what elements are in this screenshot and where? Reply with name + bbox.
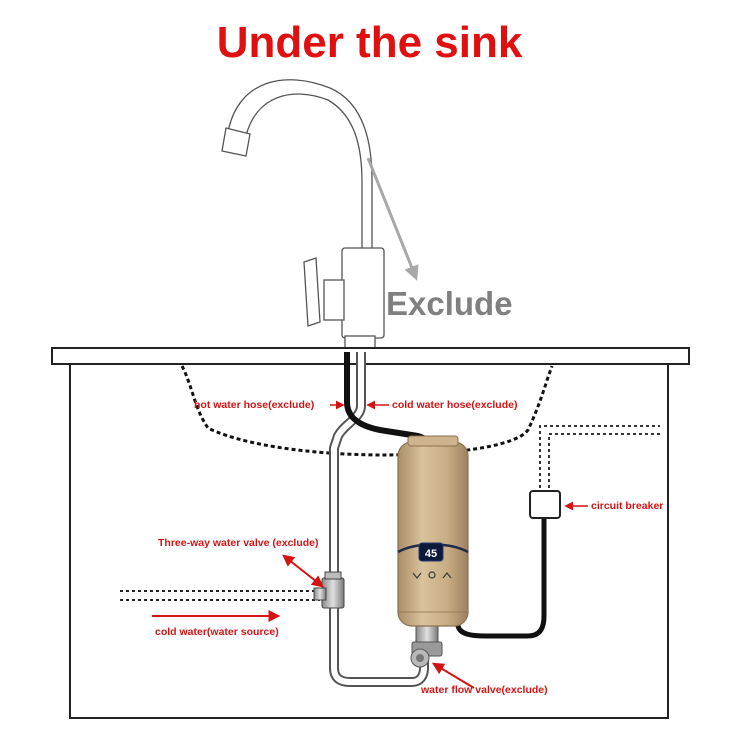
electrical-conduit-inner	[539, 425, 660, 488]
three-way-valve	[313, 571, 345, 609]
heater-display-value: 45	[425, 548, 437, 560]
water-heater	[397, 435, 469, 627]
cold-water-hose-label: cold water hose(exclude)	[392, 399, 518, 411]
heater-control-icons	[412, 571, 452, 579]
cabinet	[69, 364, 669, 719]
three-way-valve-label: Three-way water valve (exclude)	[158, 537, 319, 549]
power-cable	[455, 516, 547, 639]
water-flow-valve	[410, 623, 443, 668]
electrical-conduit-outer	[548, 433, 660, 488]
countertop	[51, 347, 690, 365]
circuit-breaker-box	[529, 490, 561, 519]
cold-water-source-label: cold water(water source)	[155, 626, 279, 638]
exclude-arrow	[366, 157, 419, 281]
faucet	[221, 79, 385, 349]
hot-water-hose-label: hot water hose(exclude)	[194, 399, 315, 411]
faucet-exclude-label: Exclude	[386, 285, 513, 322]
water-flow-valve-label: water flow valve(exclude)	[421, 684, 548, 696]
three-way-valve-arrow	[282, 554, 324, 588]
circuit-breaker-label: circuit breaker	[591, 500, 664, 512]
water-flow-valve-arrow	[431, 662, 475, 689]
page-title: Under the sink	[216, 18, 523, 67]
heater-display-screen	[418, 542, 444, 562]
